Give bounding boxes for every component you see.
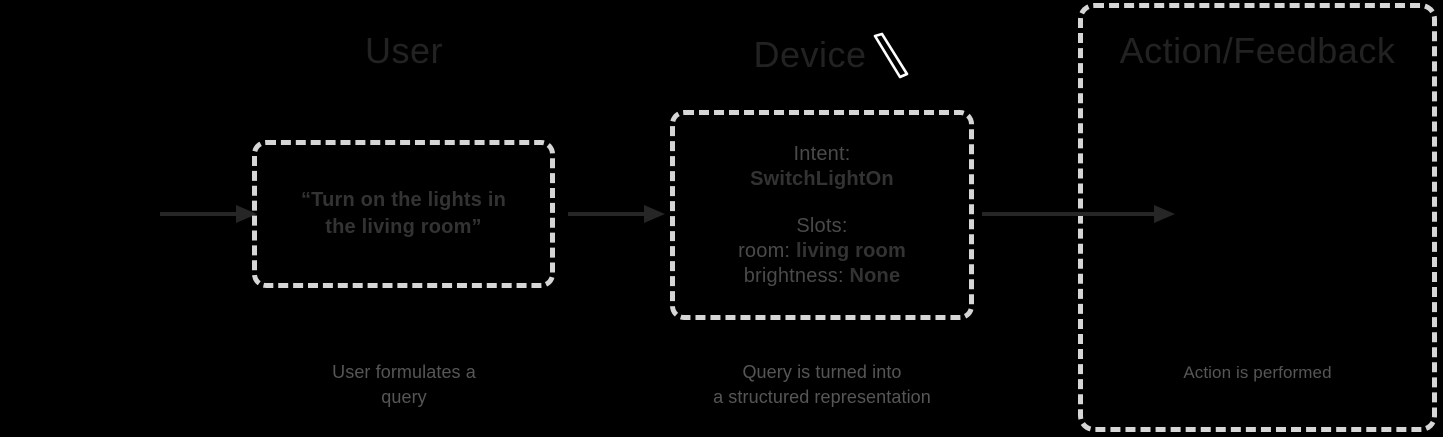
- slot-value-brightness: None: [849, 264, 901, 287]
- column-header-action-feedback: Action/Feedback: [1119, 30, 1396, 71]
- arrow-user-to-device: [568, 205, 665, 223]
- device-parse-text: Intent: SwitchLightOn Slots: room: livin…: [738, 142, 906, 289]
- device-slab-icon: [873, 32, 909, 79]
- user-query-line-2: the living room”: [325, 216, 482, 238]
- column-header-user: User: [364, 30, 443, 71]
- caption-action: Action is performed: [1078, 360, 1437, 385]
- user-query-box: “Turn on the lights in the living room”: [252, 140, 555, 288]
- slots-label: Slots:: [796, 214, 848, 237]
- caption-user: User formulates a query: [253, 360, 555, 410]
- caption-action-line-1: Action is performed: [1183, 363, 1332, 382]
- device-parse-box: Intent: SwitchLightOn Slots: room: livin…: [670, 110, 974, 320]
- column-header-device: Device: [753, 34, 867, 75]
- slot-value-room: living room: [795, 239, 906, 262]
- slot-name-brightness: brightness:: [743, 264, 844, 287]
- slot-name-room: room:: [738, 239, 791, 262]
- arrow-input-to-user: [160, 205, 257, 223]
- caption-device-line-2: a structured representation: [713, 387, 931, 407]
- user-query-text: “Turn on the lights in the living room”: [287, 187, 520, 241]
- caption-user-line-1: User formulates a: [332, 362, 476, 382]
- action-feedback-region: [1078, 3, 1437, 432]
- user-query-line-1: “Turn on the lights in: [300, 189, 507, 211]
- device-text-spacer: [738, 192, 906, 214]
- intent-label: Intent:: [793, 142, 851, 165]
- arrow-device-to-action: [982, 205, 1175, 223]
- caption-device-line-1: Query is turned into: [742, 362, 902, 382]
- caption-user-line-2: query: [381, 387, 427, 407]
- caption-device: Query is turned into a structured repres…: [660, 360, 984, 410]
- intent-value: SwitchLightOn: [750, 167, 894, 190]
